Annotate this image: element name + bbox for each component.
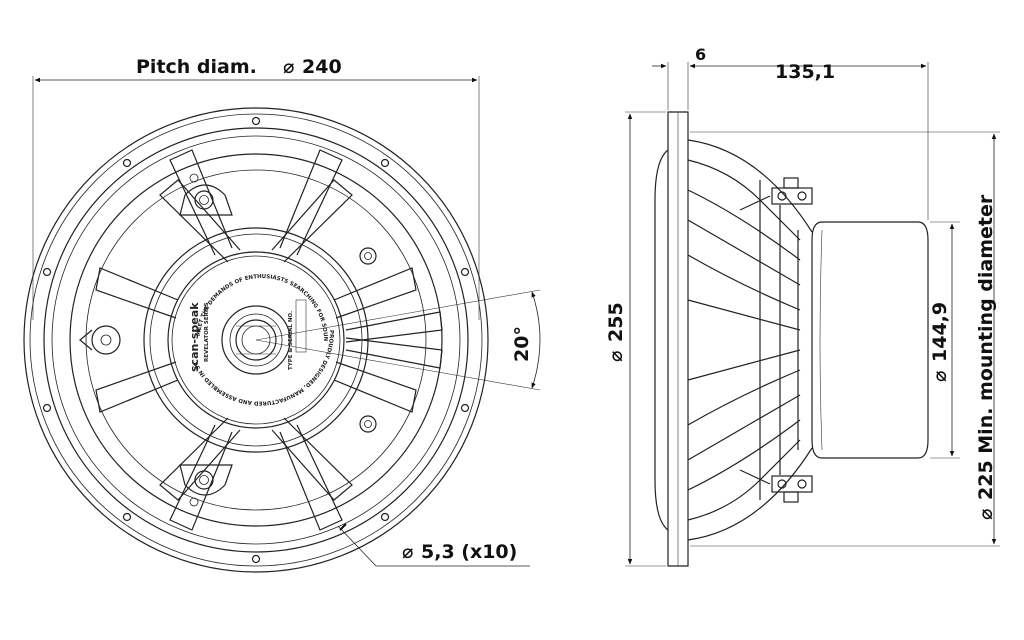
angle-line-bottom	[255, 339, 541, 391]
pitch-diameter-symbol: ⌀	[283, 56, 294, 78]
front-view: MEET THE DEMANDS OF ENTHUSIASTS SEARCHIN…	[0, 0, 541, 573]
hole-leader	[337, 525, 377, 567]
magnet-ring-2	[149, 233, 363, 447]
mounting-hole	[122, 158, 132, 168]
mounting-hole	[380, 512, 390, 522]
depth-value: 135,1	[775, 61, 835, 83]
mounting-hole	[460, 403, 470, 413]
mounting-hole	[251, 116, 261, 126]
pole-outer	[221, 305, 291, 375]
series-label: REVELATOR SERIES	[204, 302, 210, 362]
basket-profile	[687, 139, 813, 541]
type-serial-label: TYPE & SERIAL NO.	[288, 311, 294, 370]
magnet-label-ring	[167, 251, 345, 429]
outer-diameter-symbol: ⌀	[605, 351, 627, 362]
gasket	[654, 149, 669, 531]
magnet-diameter-value: 144,9	[929, 302, 951, 362]
magnet-outer-ring	[143, 227, 369, 453]
pole-ring	[229, 313, 283, 367]
mounting-hole	[251, 554, 261, 564]
brand-logo: scan-speak	[188, 302, 201, 372]
label-arc-text-top: MEET THE DEMANDS OF ENTHUSIASTS SEARCHIN…	[0, 0, 328, 342]
flange	[667, 111, 689, 567]
magnet-side	[811, 221, 929, 459]
surround-inner-ring	[85, 169, 427, 511]
angle-arc	[531, 291, 541, 389]
serial-box	[295, 299, 307, 353]
side-view: 6 135,1 ⌀ 255 ⌀ 144,9 ⌀ 225 Min. mountin…	[605, 45, 1000, 567]
angle-line-top	[255, 289, 541, 341]
basket-spokes	[95, 149, 443, 531]
flange-value: 6	[695, 45, 706, 64]
terminal-bottom	[739, 469, 813, 503]
mounting-hole	[460, 267, 470, 277]
surround-ring	[69, 153, 443, 527]
terminal-top	[739, 177, 813, 211]
mounting-hole	[380, 158, 390, 168]
angle-value: 20°	[511, 326, 533, 362]
mounting-hole	[122, 512, 132, 522]
mounting-hole	[42, 403, 52, 413]
magnet-label-ring-inner	[171, 255, 341, 425]
mounting-diameter-label: 225 Min. mounting diameter	[975, 194, 997, 500]
frame-ring-2	[29, 113, 483, 567]
frame-outer-ring	[23, 107, 489, 573]
pitch-diameter-value: 240	[302, 56, 342, 78]
pitch-diameter-label: Pitch diam.	[136, 56, 257, 78]
mounting-hole	[42, 267, 52, 277]
magnet-diameter-symbol: ⌀	[929, 371, 951, 382]
frame-ring-3	[43, 127, 469, 553]
frame-ring-4	[51, 135, 461, 545]
screw-bosses	[79, 173, 377, 507]
mounting-holes	[42, 116, 470, 564]
outer-diameter-value: 255	[605, 302, 627, 342]
mounting-diameter-symbol: ⌀	[975, 509, 997, 520]
hole-value: 5,3 (x10)	[421, 541, 517, 563]
hole-symbol: ⌀	[402, 541, 413, 563]
pole-vent	[235, 319, 277, 361]
